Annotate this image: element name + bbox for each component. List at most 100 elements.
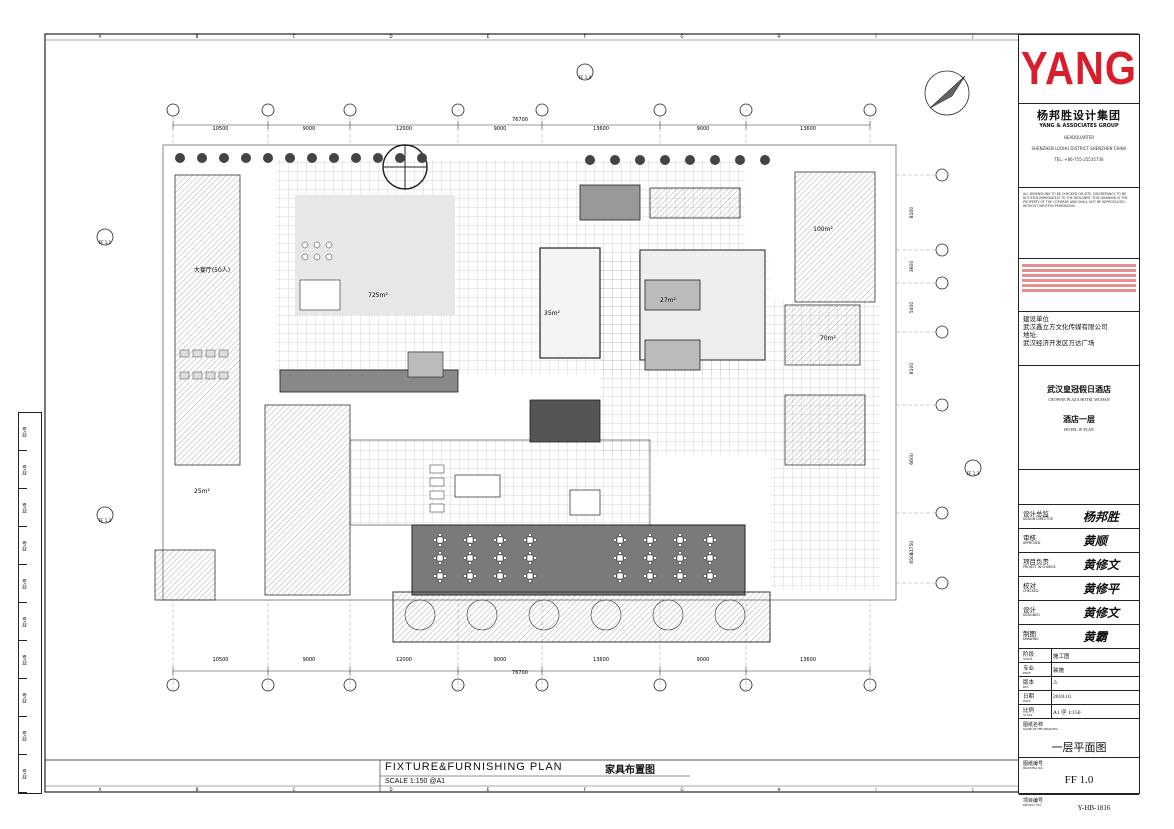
company-address: SHENZHEN LUOHU DISTRICT SHENZHEN CHINA	[1031, 146, 1127, 151]
project-number: Y-HB-1816	[1077, 804, 1111, 812]
dimension-label: 6600	[909, 453, 915, 465]
frame-letter: I	[875, 34, 876, 39]
hq-label: HEADQUARTER	[1063, 135, 1095, 140]
frame-letter: G	[680, 34, 683, 39]
signature: 黄顺	[1083, 534, 1108, 548]
room-label: 25m²	[194, 488, 210, 495]
total-dimension: 76700	[512, 670, 528, 676]
section-mark	[96, 506, 114, 524]
company-tel: TEL: +86-755-25535736	[1054, 157, 1104, 162]
revision-cell: 专业	[19, 527, 27, 565]
dimension-label: 12000	[396, 657, 412, 663]
grid-bubble	[535, 103, 549, 117]
dimension-label: 9000	[303, 126, 316, 132]
dimension-label: 9000	[494, 657, 507, 663]
signature: 黄修平	[1083, 582, 1120, 596]
section-mark-label: FF 1.2	[99, 518, 112, 523]
signature: 黄修文	[1083, 558, 1120, 572]
frame-letter: D	[389, 34, 392, 39]
dimension-label: 13600	[593, 126, 609, 132]
frame-letter: F	[584, 787, 587, 792]
dimension-label: 11750	[909, 541, 915, 555]
frame-letter: B	[196, 787, 199, 792]
room-label: 70m²	[820, 335, 836, 342]
grid-bubble	[451, 103, 465, 117]
frame-letter: G	[680, 787, 683, 792]
revision-cell: 专业	[19, 565, 27, 603]
project-number-cell: 项目编号 PROJECT NO. Y-HB-1816	[1019, 795, 1139, 815]
grid-bubble	[935, 576, 949, 590]
sheet-name-en: HOTEL 1F PLAN	[1064, 427, 1094, 432]
section-mark-label: FF 1.3	[967, 471, 980, 476]
grid-bubble	[166, 103, 180, 117]
section-mark	[964, 459, 982, 477]
dimension-label: 9000	[494, 126, 507, 132]
room-label: 大宴厅(50人)	[194, 266, 230, 274]
signature: 黄霸	[1083, 630, 1108, 644]
frame-letter: A	[99, 787, 102, 792]
project-name-en: CROWNE PLAZA HOTEL WUHAN	[1048, 397, 1110, 402]
drawing-number-cell: 图纸编号 DRAWING NO. FF 1.0	[1019, 758, 1139, 795]
section-mark	[96, 228, 114, 246]
client-info: 建设单位 武汉鑫立方文化传媒有限公司 地址: 武汉经济开发区万达广场	[1019, 312, 1139, 366]
company-info: 杨邦胜设计集团 YANG & ASSOCIATES GROUP HEADQUAR…	[1019, 104, 1139, 188]
dimension-label: 9000	[697, 657, 710, 663]
dimension-label: 3600	[909, 261, 915, 273]
section-mark-label: FF 1.4	[579, 75, 592, 80]
signature: 黄修文	[1083, 606, 1120, 620]
section-mark	[576, 63, 594, 81]
frame-letter: E	[487, 787, 490, 792]
grid-bubble	[935, 243, 949, 257]
room-label: 27m²	[660, 297, 676, 304]
revision-cell: 专业	[19, 755, 27, 793]
grid-bubble	[739, 103, 753, 117]
frame-letter: J	[971, 787, 973, 792]
section-mark-label: FF 1.1	[99, 240, 112, 245]
room-label: 725m²	[368, 292, 388, 299]
drawing-title-en: FIXTURE&FURNISHING PLAN	[385, 761, 563, 773]
revision-cell: 专业	[19, 679, 27, 717]
dimension-label: 5400	[909, 302, 915, 314]
drawing-name-cell: 图纸名称 NAME OF THE DRAWING 一层平面图	[1019, 719, 1139, 758]
dimension-label: 13600	[800, 126, 816, 132]
client-name: 武汉鑫立方文化传媒有限公司	[1023, 324, 1108, 331]
total-dimension: 76700	[512, 117, 528, 123]
dimension-label: 10500	[213, 657, 229, 663]
dimension-label: 13600	[800, 657, 816, 663]
grid-bubble	[935, 325, 949, 339]
frame-letter: E	[487, 34, 490, 39]
dimension-label: 12000	[396, 126, 412, 132]
drawing-number: FF 1.0	[1064, 774, 1094, 786]
frame-letter: D	[389, 787, 392, 792]
frame-letter: C	[293, 787, 296, 792]
sheet-name-cn: 酒店一层	[1063, 415, 1095, 424]
company-name-cn: 杨邦胜设计集团	[1037, 110, 1121, 122]
revision-cell: 专业	[19, 603, 27, 641]
grid-bubble	[653, 103, 667, 117]
project-info: 武汉皇冠假日酒店 CROWNE PLAZA HOTEL WUHAN 酒店一层 H…	[1019, 384, 1139, 470]
dimension-label: 9000	[697, 126, 710, 132]
grid-bubble	[935, 506, 949, 520]
general-notes: ALL DIMENSIONS TO BE CHECKED ON SITE. DI…	[1019, 188, 1139, 259]
grid-bubble	[935, 398, 949, 412]
dimension-label: 8100	[909, 363, 915, 375]
room-label: 100m²	[813, 226, 833, 233]
grid-bubble	[863, 103, 877, 117]
room-label: 35m²	[544, 310, 560, 317]
chinese-notes	[1019, 259, 1139, 312]
title-block: YANG 杨邦胜设计集团 YANG & ASSOCIATES GROUP HEA…	[1018, 34, 1140, 812]
frame-letter: B	[196, 34, 199, 39]
company-name-en: YANG & ASSOCIATES GROUP	[1039, 123, 1119, 129]
